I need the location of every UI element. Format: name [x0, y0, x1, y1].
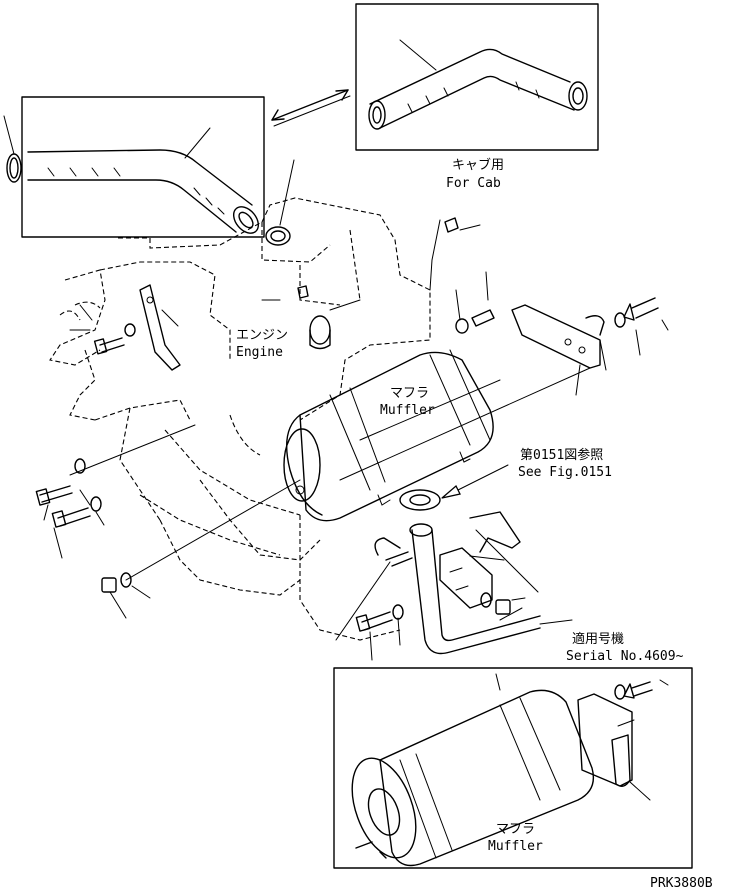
label-for-cab-en: For Cab	[446, 176, 501, 191]
engine-outline	[49, 197, 431, 641]
hose-clamp-center	[265, 226, 291, 246]
clip-top	[297, 217, 459, 299]
bolt-left-lower	[51, 496, 102, 528]
label-serial-en: Serial No.4609~	[566, 649, 684, 664]
muffler-inset	[351, 681, 653, 867]
bolt-top-center	[455, 309, 495, 334]
label-inset-muffler-jp: マフラ	[496, 822, 536, 837]
muffler-bracket	[511, 304, 605, 369]
support-bracket	[439, 511, 521, 615]
label-engine-en: Engine	[236, 345, 283, 360]
label-serial-jp: 適用号機	[572, 632, 625, 647]
label-for-cab-jp: キャブ用	[452, 158, 505, 173]
part-code: PRK3880B	[650, 876, 713, 891]
exhaust-elbow-pipe	[399, 489, 541, 655]
nut-left-bottom	[101, 572, 132, 593]
leader-lines	[43, 159, 669, 661]
pipe-right	[368, 39, 588, 130]
bolt-top-right	[614, 297, 659, 328]
inset-box-right	[355, 3, 599, 151]
u-bolt-clamp	[374, 537, 413, 567]
bolt-bottom-center	[355, 604, 404, 632]
label-muffler-en: Muffler	[380, 403, 435, 418]
stay-bracket-left	[93, 284, 181, 371]
pipe-left	[27, 127, 260, 234]
bolt-left-upper	[35, 458, 86, 506]
inset-box-left	[21, 96, 265, 238]
rubber-mount	[309, 315, 331, 350]
label-engine-jp: エンジン	[236, 328, 289, 343]
inset-box-bottom	[333, 667, 693, 869]
label-see-fig-jp: 第0151図参照	[520, 448, 604, 463]
hose-clamp-left	[3, 115, 22, 183]
label-muffler-jp: マフラ	[390, 386, 430, 401]
label-inset-muffler-en: Muffler	[488, 839, 543, 854]
muffler-main	[283, 349, 494, 522]
label-see-fig-en: See Fig.0151	[518, 465, 612, 480]
double-arrow-icon	[271, 89, 351, 127]
